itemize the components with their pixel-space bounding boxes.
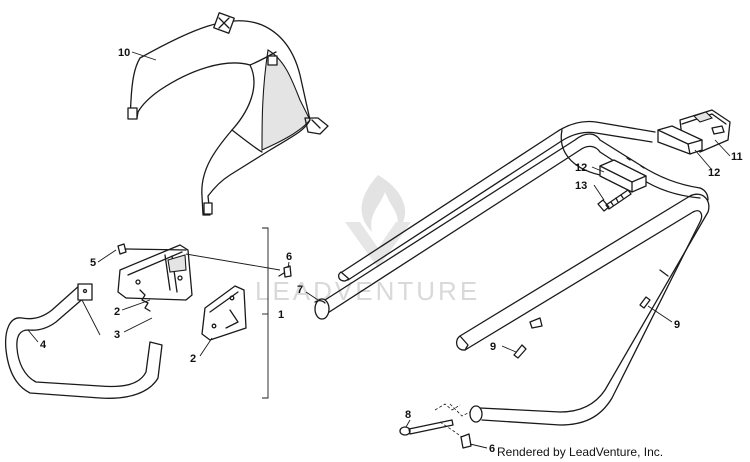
callout-9-right: 9 (674, 319, 680, 331)
callout-4: 4 (40, 339, 47, 351)
callout-6-upper: 6 (286, 251, 292, 263)
callout-6-lower: 6 (489, 443, 495, 455)
part-5-bolt (117, 243, 187, 255)
leader-lines (27, 51, 731, 449)
credit-text: Rendered by LeadVenture, Inc. (497, 445, 663, 459)
callout-12-right: 12 (708, 167, 720, 179)
callout-7: 7 (297, 284, 303, 296)
watermark-v-icon (345, 222, 411, 268)
callout-12-left: 12 (575, 162, 587, 174)
handle-marks (529, 157, 669, 329)
part-12-spacer-lower (599, 159, 647, 193)
part-2-bracket-right (201, 285, 247, 341)
callout-13: 13 (575, 180, 587, 192)
watermark: LEADVENTURE (255, 175, 480, 306)
part-6-clip-upper (278, 265, 292, 278)
callout-2-left: 2 (114, 306, 120, 318)
part-9-pin-left (513, 344, 527, 359)
part-10-deflector (127, 12, 329, 216)
watermark-text: LEADVENTURE (255, 276, 480, 306)
callout-3: 3 (114, 329, 120, 341)
part-4-guard-bar (4, 283, 163, 399)
callout-5: 5 (90, 257, 96, 269)
callout-9-left: 9 (490, 341, 496, 353)
callout-8: 8 (405, 409, 411, 421)
callouts: 10 5 6 7 1 2 3 4 2 11 12 12 13 9 9 8 6 (40, 47, 743, 455)
part-8-bolt (399, 419, 454, 436)
callout-10: 10 (118, 47, 130, 59)
part-9-pin-right (639, 296, 651, 309)
part-13-bolt (597, 189, 632, 212)
part-handle-lower (455, 187, 710, 426)
callout-11: 11 (731, 151, 743, 163)
bracket-group-1 (262, 227, 269, 399)
callout-2-right: 2 (190, 353, 196, 365)
callout-1: 1 (278, 309, 284, 321)
part-12-spacer-upper (657, 125, 703, 155)
part-6-clip-lower (460, 433, 472, 449)
watermark-flame-icon (361, 175, 406, 232)
part-2-bracket-left (117, 244, 193, 301)
